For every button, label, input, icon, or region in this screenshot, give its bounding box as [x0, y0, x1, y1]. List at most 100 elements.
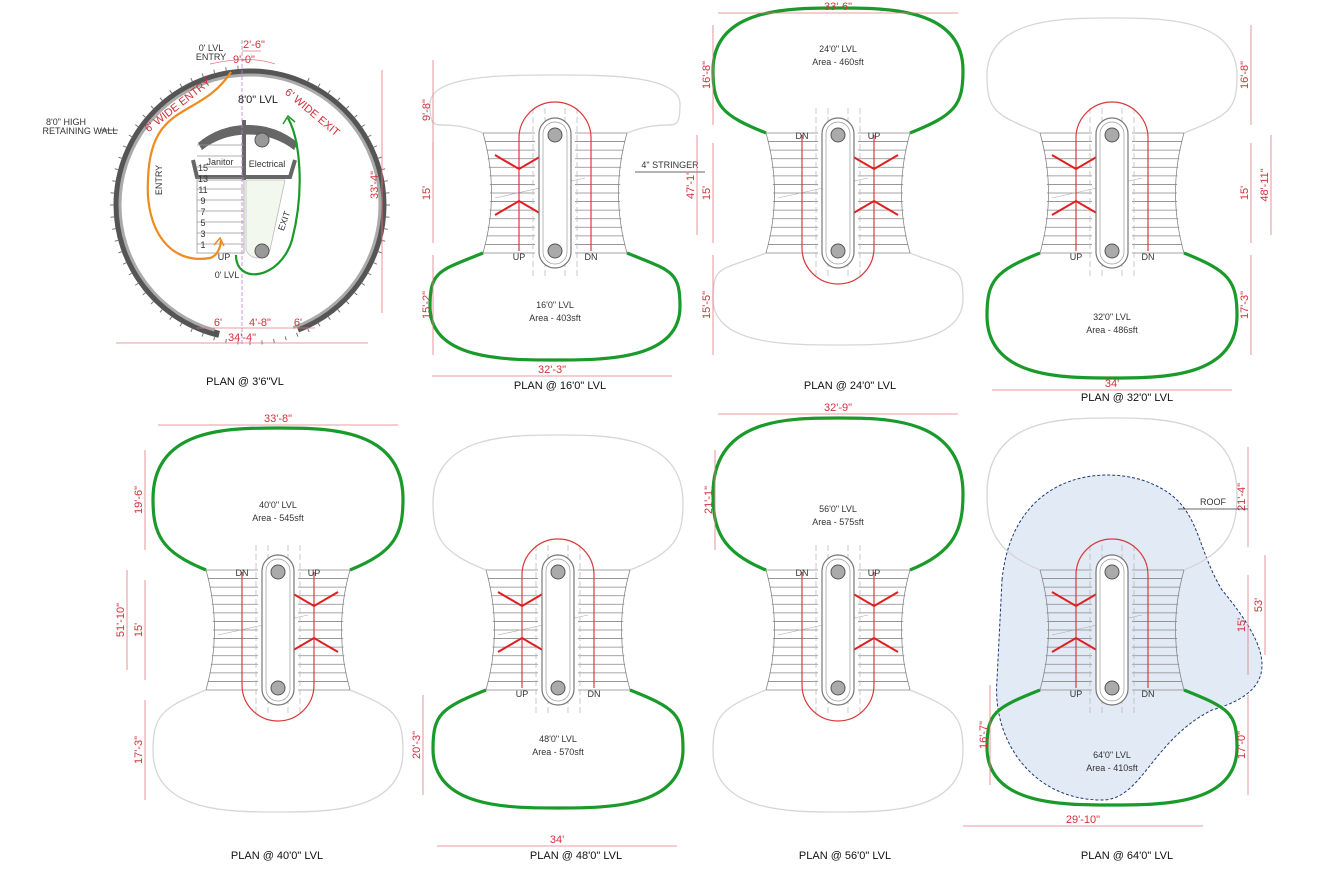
exit-path: [234, 117, 301, 276]
plan-title: PLAN @ 3'6"VL: [206, 376, 284, 388]
dim-d1: 6': [214, 317, 222, 329]
column: [830, 564, 846, 580]
direction-arrow-icon: [849, 591, 899, 608]
direction-arrow-icon: [849, 636, 899, 653]
plan-title: PLAN @ 40'0" LVL: [231, 850, 323, 862]
annotation-label: ROOF: [1200, 497, 1227, 507]
floor-lobe-active: [428, 251, 682, 362]
dn-label: DN: [1142, 689, 1155, 699]
area-label: Area - 486sft: [1086, 325, 1138, 335]
up-label: UP: [513, 252, 526, 262]
direction-arrow-icon: [289, 591, 339, 608]
column: [550, 680, 566, 696]
column: [547, 243, 563, 259]
circulation-path: [1075, 101, 1149, 251]
dimension-label: 15'-5": [701, 291, 713, 319]
dimension-label: 9'-8": [421, 99, 433, 121]
dimension-label: 34': [1105, 378, 1119, 390]
column: [1104, 564, 1120, 580]
area-label: Area - 570sft: [532, 747, 584, 757]
plan-title: PLAN @ 32'0" LVL: [1081, 392, 1173, 404]
dimension-label: 53': [1253, 598, 1265, 612]
dim-d3: 6': [294, 317, 302, 329]
floor-lobe-active: [985, 688, 1239, 807]
dn-label: DN: [796, 568, 809, 578]
direction-arrow-icon: [849, 154, 899, 171]
dimension-label: 15': [133, 623, 145, 637]
level-label-top: 0' LVL: [199, 43, 224, 53]
dimension-label: 21'-4": [1236, 483, 1248, 511]
step-number: 15: [198, 163, 208, 173]
direction-arrow-icon: [849, 199, 899, 216]
plan-title: PLAN @ 48'0" LVL: [530, 850, 622, 862]
direction-arrow-icon: [497, 591, 547, 608]
wide-exit-label: 6' WIDE EXIT: [282, 86, 342, 139]
dn-label: DN: [236, 568, 249, 578]
circulation-path: [801, 135, 875, 285]
up-label: UP: [1070, 689, 1083, 699]
dim-opening: 9'-0": [233, 54, 255, 66]
wall-label: 8'0" HIGH: [46, 117, 86, 127]
dimension-label: 32'-9": [824, 402, 852, 414]
step-number: 9: [200, 196, 205, 206]
up-label: UP: [868, 568, 881, 578]
column: [830, 680, 846, 696]
dimension-label: 17'-3": [1239, 291, 1251, 319]
level-label: 24'0" LVL: [819, 44, 857, 54]
direction-arrow-icon: [1051, 199, 1101, 216]
floor-lobe-ghost: [712, 689, 964, 813]
entry-label-top: ENTRY: [196, 52, 226, 62]
direction-arrow-icon: [1051, 591, 1101, 608]
dimension-label: 16'-8": [1239, 61, 1251, 89]
floor-lobe-ghost: [152, 689, 404, 813]
direction-arrow-icon: [497, 636, 547, 653]
dimension-label: 21'-1": [703, 486, 715, 514]
step-number: 5: [200, 218, 205, 228]
dimension-label: 29'-10": [1066, 814, 1100, 826]
plan-title: PLAN @ 24'0" LVL: [804, 380, 896, 392]
dimension-label: 34': [550, 834, 564, 846]
room-wall: [198, 124, 298, 150]
exit-arrow-icon: [282, 114, 296, 125]
dim-width: 34'-4": [228, 332, 256, 344]
dim-height: 33'-4": [369, 171, 381, 199]
dimension-label: 15': [1236, 618, 1248, 632]
floor-lobe-ghost: [986, 417, 1238, 571]
dimension-label: 17'-0": [1236, 731, 1248, 759]
core: [261, 554, 295, 706]
up-label: UP: [516, 689, 529, 699]
dimension-label: 15'-2": [421, 291, 433, 319]
dimension-label: 15': [701, 186, 713, 200]
electrical-label: Electrical: [249, 159, 286, 169]
janitor-label: Janitor: [206, 157, 233, 167]
level-label: 56'0" LVL: [819, 504, 857, 514]
dimension-label: 47'-1": [685, 171, 697, 199]
up-label: UP: [308, 568, 321, 578]
dimension-label: 33'-8": [264, 413, 292, 425]
column: [830, 243, 846, 259]
level-label: 40'0" LVL: [259, 500, 297, 510]
plan-title: PLAN @ 56'0" LVL: [799, 850, 891, 862]
column: [270, 680, 286, 696]
column: [1104, 243, 1120, 259]
dim-d2: 4'-8": [249, 317, 271, 329]
entry-arrow-icon: [213, 236, 225, 247]
exit-label: EXIT: [276, 209, 292, 232]
circulation-path: [521, 538, 595, 688]
dimension-label: 16'-7": [978, 721, 990, 749]
annotation-label: 4" STRINGER: [641, 160, 699, 170]
level-label: 32'0" LVL: [1093, 312, 1131, 322]
circulation-path: [241, 572, 315, 722]
area-label: Area - 545sft: [252, 513, 304, 523]
dn-label: DN: [588, 689, 601, 699]
dim-top: 2'-6": [243, 39, 265, 51]
column: [270, 564, 286, 580]
direction-arrow-icon: [1051, 154, 1101, 171]
roof-outline: [996, 474, 1263, 801]
